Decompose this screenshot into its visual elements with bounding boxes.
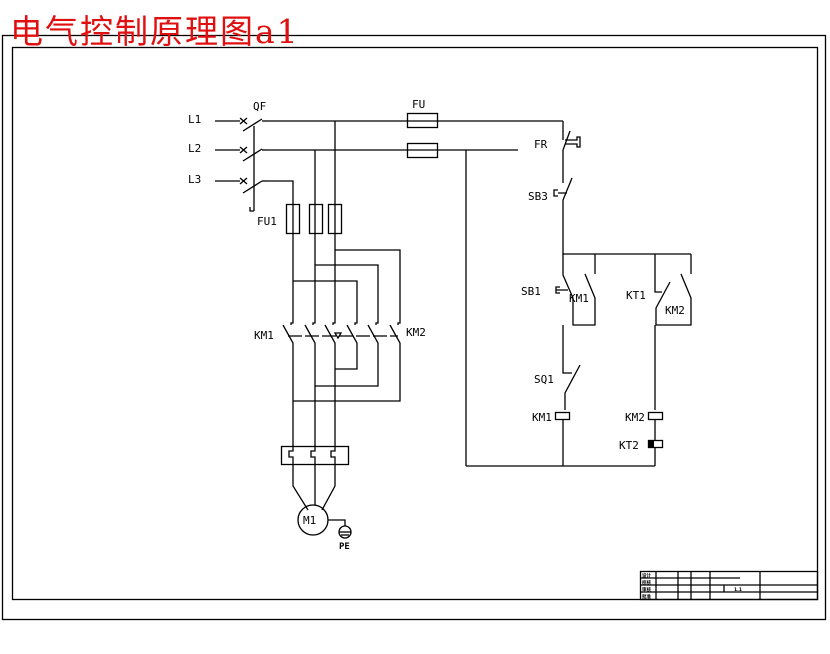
main-contact-4 (346, 318, 358, 346)
tb-row-1: 设计 (642, 572, 651, 579)
label-km1-main: KM1 (254, 329, 274, 342)
contactor-main-contacts (282, 318, 401, 346)
main-contact-3 (324, 318, 336, 346)
label-sq1: SQ1 (534, 373, 554, 386)
main-contact-6 (389, 318, 401, 346)
label-qf: QF (253, 100, 266, 113)
label-sb3: SB3 (528, 190, 548, 203)
main-circuit: L1 L2 L3 QF FU1 (188, 100, 563, 552)
label-l2: L2 (188, 142, 201, 155)
label-sb1: SB1 (521, 285, 541, 298)
breaker-qf (239, 117, 268, 212)
label-kt1: KT1 (626, 289, 646, 302)
drawing-title: 电气控制原理图a1 (10, 12, 300, 51)
label-kt2: KT2 (619, 439, 639, 452)
coil-km1 (554, 411, 571, 421)
fuse-fu (406, 112, 439, 159)
fuse-fu1 (285, 203, 343, 235)
tb-row-4: 批准 (642, 593, 651, 600)
label-pe: PE (339, 542, 350, 552)
control-circuit: FU FR SB3 SB1 KM1 KT1 KM2 SQ1 KM1 KM2 (406, 98, 692, 467)
label-fu: FU (412, 98, 425, 111)
main-contact-1 (282, 318, 294, 346)
outer-frame (1, 34, 827, 621)
coil-kt2 (647, 439, 664, 449)
main-contact-2 (304, 318, 316, 346)
tb-row-3: 审核 (642, 586, 651, 593)
tb-sheet-no: 1.1 (734, 587, 742, 593)
label-km2-aux: KM2 (665, 304, 685, 317)
label-km1-aux: KM1 (569, 292, 589, 305)
title-block: 设计 校核 审核 批准 1.1 (639, 570, 819, 601)
label-km1-coil: KM1 (532, 411, 552, 424)
label-fu1: FU1 (257, 215, 277, 228)
thermal-relay-fr (280, 445, 350, 466)
label-m1: M1 (303, 514, 316, 527)
inner-frame (11, 46, 819, 601)
label-km2-main: KM2 (406, 326, 426, 339)
label-km2-coil: KM2 (625, 411, 645, 424)
ground-pe-icon (328, 519, 352, 539)
label-l1: L1 (188, 113, 201, 126)
coil-km2 (647, 411, 664, 421)
label-fr: FR (534, 138, 548, 151)
label-l3: L3 (188, 173, 201, 186)
tb-row-2: 校核 (642, 579, 651, 586)
main-contact-5 (367, 318, 379, 346)
